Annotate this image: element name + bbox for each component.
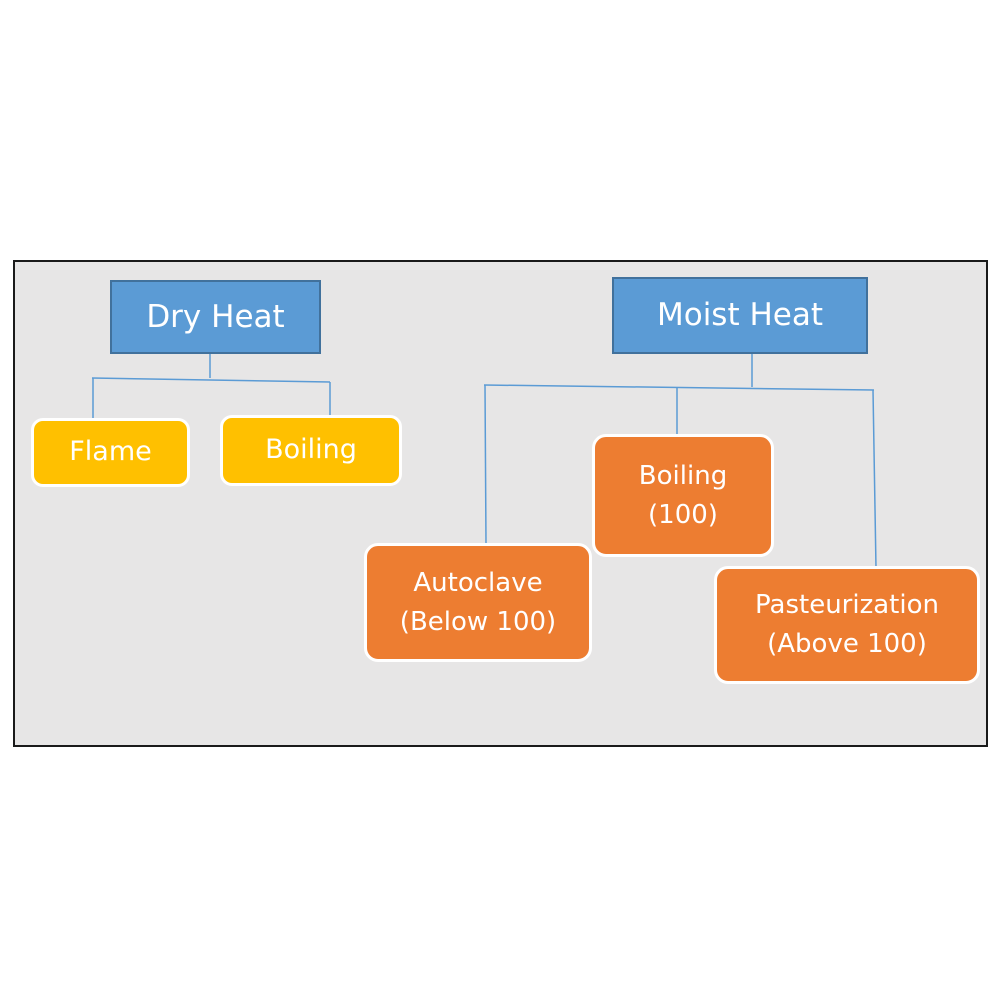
dry-boiling-node: Boiling xyxy=(220,415,402,486)
dry-heat-node: Dry Heat xyxy=(110,280,321,354)
moist-heat-node: Moist Heat xyxy=(612,277,868,354)
moist-boiling-label-line2: (100) xyxy=(648,499,718,530)
pasteurization-label-line2: (Above 100) xyxy=(767,629,927,659)
dry-boiling-label: Boiling xyxy=(265,434,357,466)
flame-label: Flame xyxy=(69,436,152,468)
moist-boiling-label-line1: Boiling xyxy=(638,460,728,491)
moist-boiling-node: Boiling (100) xyxy=(592,434,774,557)
dry-heat-label: Dry Heat xyxy=(146,298,285,335)
moist-heat-label: Moist Heat xyxy=(656,297,824,334)
autoclave-label-line2: (Below 100) xyxy=(399,606,557,637)
flame-node: Flame xyxy=(31,418,190,487)
pasteurization-label-line1: Pasteurization xyxy=(755,590,939,620)
pasteurization-node: Pasteurization (Above 100) xyxy=(714,566,980,684)
autoclave-label-line1: Autoclave xyxy=(413,567,543,598)
autoclave-node: Autoclave (Below 100) xyxy=(364,543,592,662)
